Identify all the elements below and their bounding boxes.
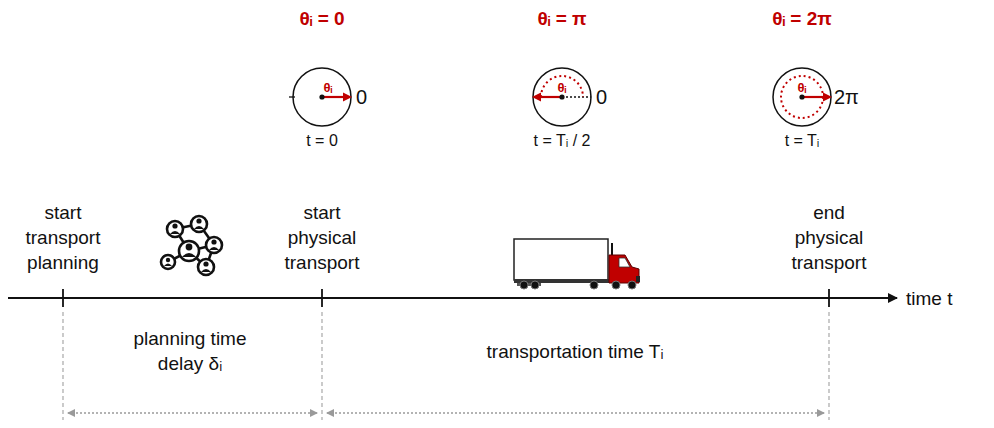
dimension-arrow [327, 412, 824, 413]
axis-tick [62, 289, 64, 307]
time-label: t = Tᵢ / 2 [534, 132, 591, 150]
event-label: end physical transport [779, 200, 879, 275]
axis-tick [321, 289, 323, 307]
axis-tick [828, 289, 830, 307]
extension-line [62, 312, 63, 420]
angle-symbol: θᵢ [558, 81, 567, 95]
circle-outline [532, 67, 592, 127]
circle-outline [292, 67, 352, 127]
time-label: t = 0 [306, 132, 338, 150]
angle-heading: θᵢ = 2π [772, 9, 832, 30]
event-label: start transport planning [13, 200, 113, 275]
time-label: t = Tᵢ [785, 132, 820, 150]
angle-symbol: θᵢ [798, 81, 807, 95]
extension-line [321, 312, 322, 420]
axis-label: time t [906, 286, 986, 311]
event-label: start physical transport [272, 200, 372, 275]
angle-value: 0 [356, 86, 367, 108]
time-axis [8, 297, 897, 299]
angle-heading: θᵢ = π [537, 9, 586, 30]
duration-label: transportation time Tᵢ [445, 339, 705, 364]
extension-line [828, 312, 829, 420]
network-icon [161, 216, 222, 275]
angle-value: 0 [596, 86, 607, 108]
phase-circle: θᵢ = 0θᵢ0t = 0 [292, 67, 352, 127]
phase-circle: θᵢ = πθᵢ0t = Tᵢ / 2 [532, 67, 592, 127]
network-people [164, 218, 219, 272]
truck-illustration [514, 239, 640, 289]
angle-symbol: θᵢ [324, 81, 333, 95]
phase-circle: θᵢ = 2πθᵢ2πt = Tᵢ [772, 67, 832, 127]
dimension-arrow [68, 412, 317, 413]
angle-heading: θᵢ = 0 [299, 9, 344, 30]
angle-value: 2π [834, 86, 859, 108]
duration-label: planning time delay δᵢ [125, 326, 255, 376]
circle-outline [772, 67, 832, 127]
